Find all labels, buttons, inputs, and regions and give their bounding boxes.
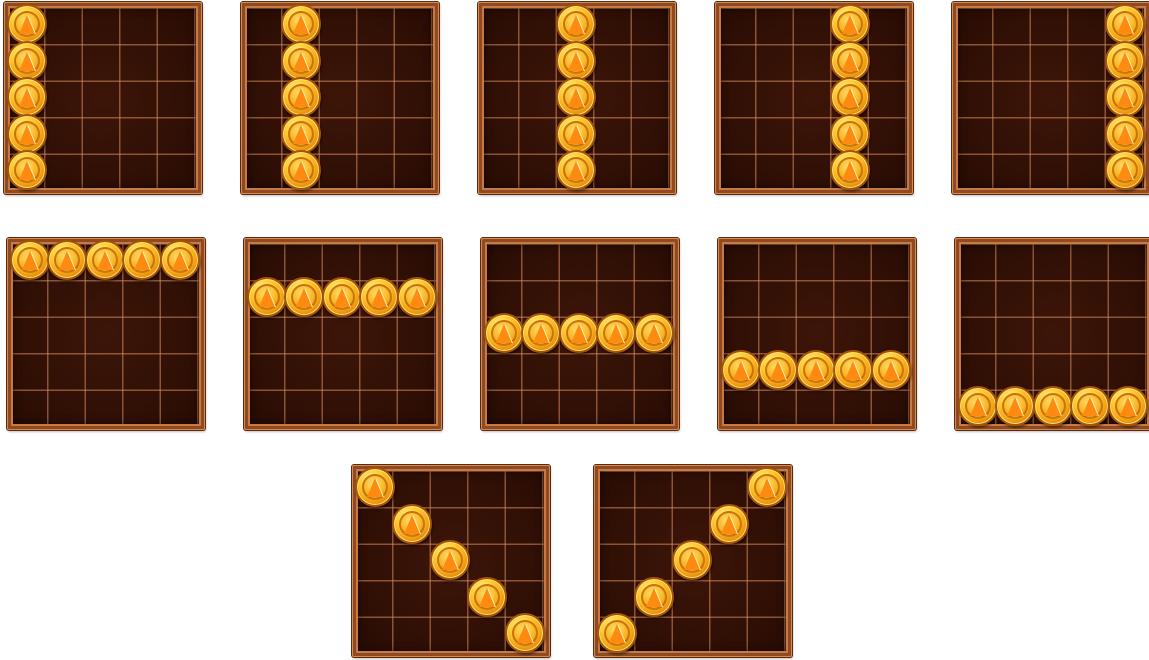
gold-coin-icon	[47, 240, 87, 280]
gold-coin-icon	[505, 613, 545, 653]
gold-coin-icon	[830, 41, 870, 81]
gold-coin-icon	[758, 350, 798, 390]
payline-board-9	[718, 238, 916, 430]
gold-coin-icon	[467, 577, 507, 617]
gold-coin-icon	[1105, 77, 1145, 117]
payline-board-8	[481, 238, 679, 430]
gold-coin-icon	[484, 313, 524, 353]
gold-coin-icon	[247, 277, 287, 317]
payline-board-4	[715, 2, 913, 194]
gold-coin-icon	[597, 613, 637, 653]
gold-coin-icon	[672, 540, 712, 580]
gold-coin-icon	[721, 350, 761, 390]
gold-coin-icon	[556, 77, 596, 117]
gold-coin-icon	[709, 504, 749, 544]
gold-coin-icon	[871, 350, 911, 390]
gold-coin-icon	[322, 277, 362, 317]
gold-coin-icon	[634, 577, 674, 617]
gold-coin-icon	[559, 313, 599, 353]
payline-board-12	[594, 465, 792, 657]
gold-coin-icon	[284, 277, 324, 317]
gold-coin-icon	[958, 386, 998, 426]
gold-coin-icon	[392, 504, 432, 544]
payline-board-7	[244, 238, 442, 430]
gold-coin-icon	[830, 114, 870, 154]
gold-coin-icon	[1033, 386, 1073, 426]
payline-board-3	[478, 2, 676, 194]
gold-coin-icon	[796, 350, 836, 390]
gold-coin-icon	[1108, 386, 1148, 426]
gold-coin-icon	[556, 114, 596, 154]
gold-coin-icon	[7, 114, 47, 154]
gold-coin-icon	[122, 240, 162, 280]
gold-coin-icon	[1105, 4, 1145, 44]
gold-coin-icon	[359, 277, 399, 317]
gold-coin-icon	[10, 240, 50, 280]
gold-coin-icon	[634, 313, 674, 353]
gold-coin-icon	[397, 277, 437, 317]
gold-coin-icon	[556, 41, 596, 81]
gold-coin-icon	[1105, 114, 1145, 154]
gold-coin-icon	[1070, 386, 1110, 426]
gold-coin-icon	[521, 313, 561, 353]
gold-coin-icon	[281, 41, 321, 81]
gold-coin-icon	[430, 540, 470, 580]
gold-coin-icon	[556, 150, 596, 190]
gold-coin-icon	[355, 467, 395, 507]
gold-coin-icon	[995, 386, 1035, 426]
gold-coin-icon	[1105, 150, 1145, 190]
gold-coin-icon	[830, 150, 870, 190]
gold-coin-icon	[7, 77, 47, 117]
gold-coin-icon	[747, 467, 787, 507]
gold-coin-icon	[833, 350, 873, 390]
payline-board-6	[7, 238, 205, 430]
payline-board-5	[952, 2, 1149, 194]
gold-coin-icon	[281, 114, 321, 154]
gold-coin-icon	[281, 77, 321, 117]
gold-coin-icon	[85, 240, 125, 280]
gold-coin-icon	[830, 4, 870, 44]
gold-coin-icon	[596, 313, 636, 353]
payline-board-1	[4, 2, 202, 194]
gold-coin-icon	[281, 150, 321, 190]
gold-coin-icon	[7, 41, 47, 81]
gold-coin-icon	[1105, 41, 1145, 81]
gold-coin-icon	[160, 240, 200, 280]
payline-board-10	[955, 238, 1149, 430]
gold-coin-icon	[7, 4, 47, 44]
gold-coin-icon	[556, 4, 596, 44]
payline-board-2	[241, 2, 439, 194]
gold-coin-icon	[7, 150, 47, 190]
gold-coin-icon	[830, 77, 870, 117]
payline-board-11	[352, 465, 550, 657]
gold-coin-icon	[281, 4, 321, 44]
